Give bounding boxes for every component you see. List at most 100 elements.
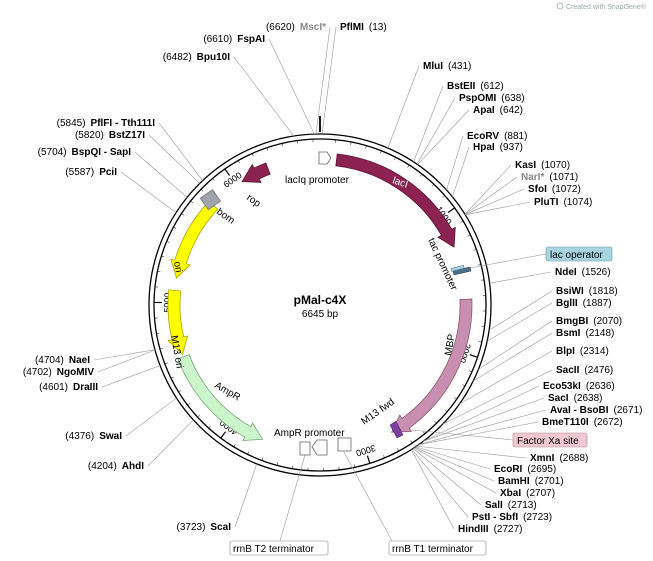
site-name: BamHI bbox=[498, 476, 530, 487]
site-position: (2148) bbox=[585, 328, 614, 339]
feature-ampr-promoter-arrow bbox=[311, 439, 328, 456]
feature-laci-arrow bbox=[335, 153, 456, 248]
site-position: (2638) bbox=[574, 393, 603, 404]
site-position: (4204) bbox=[88, 461, 117, 472]
leader-line bbox=[158, 122, 203, 181]
leader-line bbox=[423, 397, 545, 442]
site-position: (1887) bbox=[583, 298, 612, 309]
backbone-inner-ring bbox=[153, 138, 487, 472]
tick-mark bbox=[212, 178, 215, 181]
feature-bom-box bbox=[199, 189, 222, 211]
tick-mark bbox=[190, 200, 194, 204]
tick-mark bbox=[261, 457, 264, 461]
feature-label-mbp: MBP bbox=[443, 333, 458, 357]
site-position: (1074) bbox=[563, 197, 592, 208]
site-position: (5820) bbox=[75, 130, 104, 141]
feature-label-lac-operator: lac operator bbox=[550, 250, 603, 261]
site-name: DraIII bbox=[73, 382, 98, 393]
restriction-sites-left: MscI*(6620)FspAI(6610)Bpu10I(6482)PflFI … bbox=[23, 22, 326, 533]
tick-mark bbox=[181, 213, 185, 216]
rrnb-t1-label-box bbox=[388, 540, 487, 556]
feature-rrnb-t1-box bbox=[337, 437, 352, 452]
tick-mark bbox=[478, 341, 482, 343]
tick-mark bbox=[366, 455, 371, 464]
site-name: SfoI bbox=[528, 184, 547, 195]
site-position: (2671) bbox=[614, 405, 643, 416]
site-name: KasI bbox=[515, 160, 536, 171]
site-name: PflFI - Tth111I bbox=[91, 118, 156, 129]
tick-mark bbox=[469, 354, 478, 358]
leader-line bbox=[125, 397, 177, 437]
tick-mark bbox=[365, 145, 367, 149]
feature-m13-fwd-marker bbox=[389, 420, 404, 439]
tick-mark bbox=[477, 264, 482, 266]
site-name: BsiWI bbox=[556, 286, 584, 297]
site-name: BstZ17I bbox=[109, 130, 145, 141]
tick-mark bbox=[469, 370, 473, 373]
site-name: AvaI - BsoBI bbox=[550, 405, 609, 416]
site-position: (638) bbox=[501, 93, 524, 104]
feature-label-rrnb-t2: rrnB T2 terminator bbox=[233, 544, 315, 555]
site-name: NdeI bbox=[555, 267, 577, 278]
site-name: BmeT110I bbox=[542, 417, 589, 428]
tick-mark bbox=[156, 332, 160, 334]
site-name: SwaI bbox=[99, 431, 122, 442]
leader-line bbox=[233, 56, 294, 137]
site-position: (2695) bbox=[527, 464, 556, 475]
site-name: XmnI bbox=[530, 453, 555, 464]
site-position: (2707) bbox=[526, 488, 555, 499]
leader-line bbox=[413, 85, 444, 162]
site-position: (6620) bbox=[266, 22, 295, 33]
site-position: (4702) bbox=[23, 367, 52, 378]
tick-mark bbox=[350, 141, 352, 145]
tick-mark bbox=[383, 455, 385, 459]
site-leader-lines bbox=[93, 26, 553, 542]
site-name: BstEII bbox=[447, 81, 476, 92]
tick-mark bbox=[397, 448, 399, 452]
tick-mark bbox=[431, 184, 435, 187]
tick-mark bbox=[161, 255, 165, 258]
feature-rop-arrow bbox=[241, 162, 271, 183]
tick-mark bbox=[454, 397, 457, 400]
leader-line bbox=[486, 302, 553, 342]
leader-line bbox=[418, 409, 547, 445]
site-name: EcoRI bbox=[494, 464, 523, 475]
tick-mark bbox=[251, 153, 254, 157]
feature-label-bom: bom bbox=[214, 206, 236, 226]
tick-mark bbox=[164, 362, 168, 365]
tick-mark bbox=[178, 390, 182, 393]
tick-mark bbox=[170, 376, 174, 379]
site-position: (13) bbox=[369, 22, 387, 33]
leader-line bbox=[415, 446, 491, 470]
leader-line bbox=[459, 350, 553, 405]
feature-label-factor-xa: Factor Xa site bbox=[517, 436, 579, 447]
site-name: FspAI bbox=[237, 34, 265, 45]
tick-mark bbox=[407, 164, 410, 168]
site-name: HpaI bbox=[473, 142, 495, 153]
tick-mark bbox=[187, 402, 191, 406]
site-name: NaeI bbox=[69, 355, 90, 366]
site-name: SacI bbox=[548, 393, 569, 404]
feature-lac-operator-marker bbox=[450, 264, 465, 272]
feature-ori-arrow bbox=[170, 200, 219, 279]
site-name: SacII bbox=[556, 365, 580, 376]
site-name: AhdI bbox=[122, 461, 144, 472]
site-position: (2723) bbox=[523, 512, 552, 523]
site-name: EcoRV bbox=[467, 131, 499, 142]
site-position: (642) bbox=[500, 105, 523, 116]
leader-line bbox=[414, 447, 495, 482]
site-name: PstI - SbfI bbox=[472, 512, 518, 523]
tick-mark bbox=[434, 420, 437, 424]
tick-mark bbox=[237, 160, 240, 164]
leader-line bbox=[411, 449, 455, 530]
leader-line bbox=[464, 164, 512, 215]
feature-rrnb-t2-box bbox=[299, 441, 311, 456]
tick-mark bbox=[473, 249, 477, 251]
site-position: (4376) bbox=[65, 431, 94, 442]
tick-mark bbox=[173, 226, 177, 229]
leader-line bbox=[473, 332, 553, 382]
feature-label-laci: lacI bbox=[391, 175, 409, 190]
leader-line bbox=[234, 463, 258, 528]
leader-line bbox=[478, 320, 553, 370]
